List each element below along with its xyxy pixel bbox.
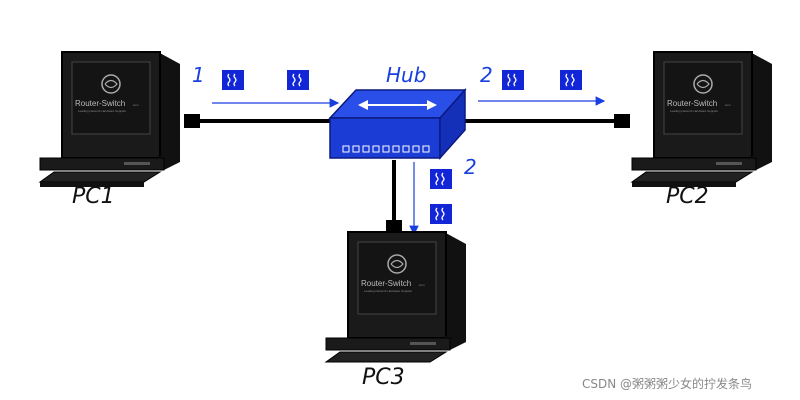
router-switch-logo-icon xyxy=(387,254,407,274)
step-number-hub-pc2: 2 xyxy=(480,63,493,87)
pc2-label: PC2 xyxy=(666,184,709,209)
screen-tagline: Leading Network Hardware Supplier xyxy=(364,289,412,293)
screen-tagline: Leading Network Hardware Supplier xyxy=(78,109,126,113)
cable-hub-pc3 xyxy=(386,160,402,234)
hub-device xyxy=(328,88,467,160)
hub-label: Hub xyxy=(386,63,426,87)
screen-brand-suffix: .com xyxy=(724,103,731,107)
screen-brand-suffix: .com xyxy=(132,103,139,107)
step-number-pc1-hub: 1 xyxy=(192,63,205,87)
pc3-label: PC3 xyxy=(362,365,405,390)
screen-brand-text: Router-Switch xyxy=(667,99,717,108)
pc1-label: PC1 xyxy=(72,184,115,209)
pc3-computer: Router-Switch .com Leading Network Hardw… xyxy=(324,231,466,363)
screen-brand-text: Router-Switch xyxy=(361,279,411,288)
step-number-hub-pc3: 2 xyxy=(464,155,477,179)
packet-icon xyxy=(286,69,310,91)
bidirectional-arrow-icon xyxy=(358,100,437,110)
screen-brand-text: Router-Switch xyxy=(75,99,125,108)
cable-hub-pc2 xyxy=(462,114,630,128)
packet-icon xyxy=(559,69,583,91)
watermark: CSDN @粥粥粥少女的拧发条鸟 xyxy=(582,376,752,391)
pc2-computer: Router-Switch .com Leading Network Hardw… xyxy=(630,51,772,187)
pc1-computer: Router-Switch .com Leading Network Hardw… xyxy=(38,51,180,187)
packet-icon xyxy=(429,203,453,225)
screen-tagline: Leading Network Hardware Supplier xyxy=(670,109,718,113)
router-switch-logo-icon xyxy=(693,74,713,94)
router-switch-logo-icon xyxy=(101,74,121,94)
hub-ports xyxy=(342,145,430,153)
packet-icon xyxy=(429,168,453,190)
cable-pc1-hub xyxy=(184,114,332,128)
screen-brand-suffix: .com xyxy=(418,283,425,287)
packet-icon xyxy=(501,69,525,91)
packet-icon xyxy=(221,69,245,91)
